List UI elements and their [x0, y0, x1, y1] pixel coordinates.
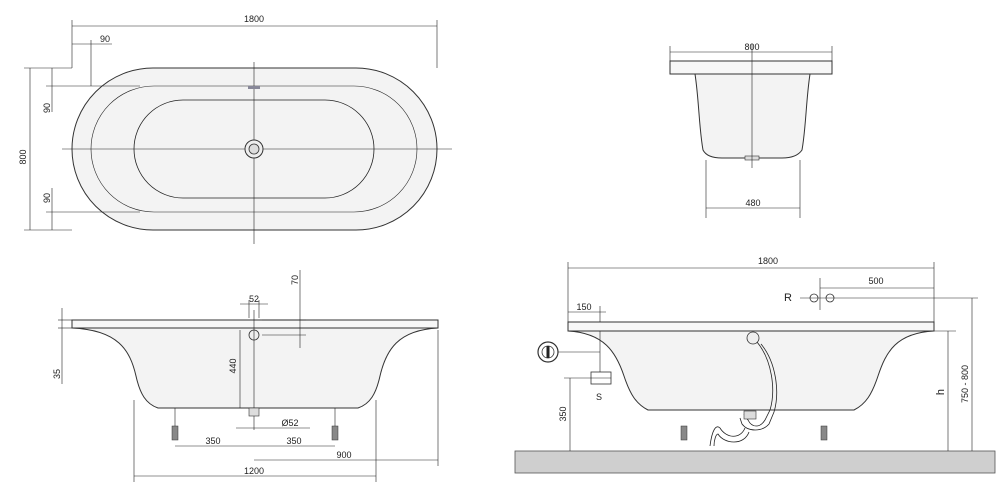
install-length-label: 1800: [758, 256, 778, 266]
install-right-foot: [820, 425, 828, 441]
waste-offset-label: 150: [576, 302, 591, 312]
install-overflow: [746, 331, 760, 345]
front-rim: [71, 319, 439, 329]
front-overflow-width-label: 52: [249, 294, 259, 304]
front-overflow-height-label: 70: [290, 275, 300, 285]
front-half-length-label: 900: [336, 450, 351, 460]
end-top-width-label: 800: [744, 42, 759, 52]
front-base-length-label: 1200: [244, 466, 264, 476]
right-foot: [331, 408, 339, 441]
siphon-label: S: [596, 392, 602, 402]
tap-distance-label: 500: [868, 276, 883, 286]
top-view: 1800 90 800 90 90: [18, 14, 452, 244]
end-rim: [669, 60, 833, 75]
height-label: h: [935, 389, 947, 395]
height-range-label: 750 - 800: [960, 365, 970, 403]
top-rim-bottom-label: 90: [42, 193, 52, 203]
front-waste-outlet: [248, 407, 260, 417]
top-width-label: 800: [18, 149, 28, 164]
drain-pipe: [709, 426, 746, 447]
top-rim-top-label: 90: [42, 103, 52, 113]
siphon-height-label: 350: [558, 406, 568, 421]
left-foot: [171, 408, 179, 441]
end-tub-body: [694, 73, 811, 159]
top-length-label: 1800: [244, 14, 264, 24]
front-waste-diameter-label: Ø52: [281, 418, 298, 428]
front-depth-label: 440: [228, 358, 238, 373]
end-view: 800 480: [669, 42, 833, 218]
front-tub-body: [71, 327, 439, 409]
top-rim-left-label: 90: [100, 34, 110, 44]
installation-view: S 1800 500 R 150 350 h 750 - 800: [514, 256, 996, 474]
front-foot-right-label: 350: [286, 436, 301, 446]
front-foot-left-label: 350: [205, 436, 220, 446]
overflow-marker: [248, 86, 260, 89]
front-view: 52 70 35 440 Ø52 350 350 900 1200: [52, 270, 439, 482]
tap-label: R: [784, 292, 792, 304]
install-left-foot: [680, 425, 688, 441]
floor: [514, 450, 996, 474]
end-bottom-width-label: 480: [745, 198, 760, 208]
install-rim: [567, 321, 935, 332]
front-rim-thickness-label: 35: [52, 369, 62, 379]
install-tub-body: [567, 330, 935, 411]
